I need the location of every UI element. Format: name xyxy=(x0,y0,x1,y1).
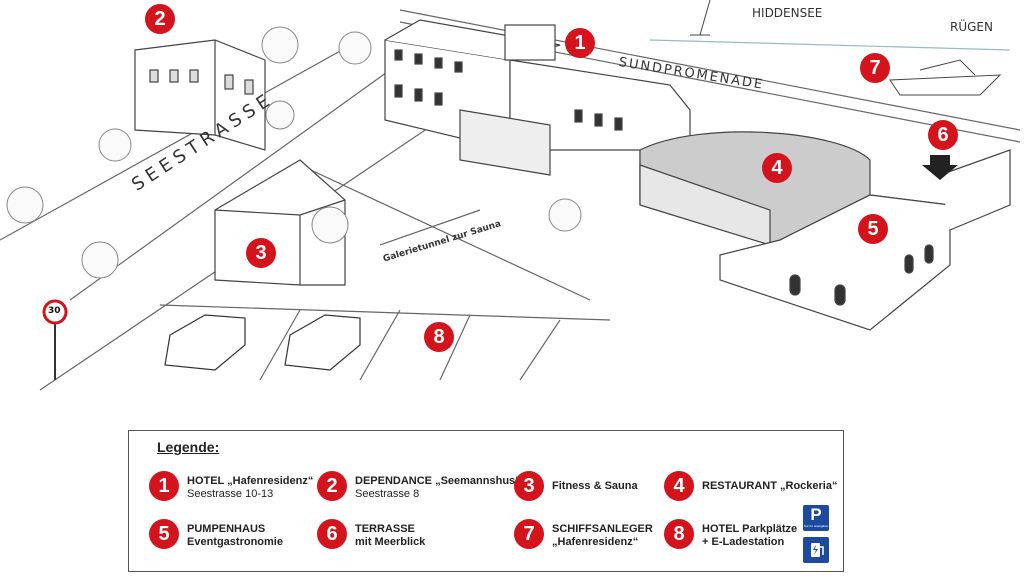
marker-hotel[interactable]: 1 xyxy=(565,28,595,58)
legend-item-title: RESTAURANT „Rockeria“ xyxy=(702,480,838,492)
water-line xyxy=(649,39,1011,51)
legend-item-subtitle: Eventgastronomie xyxy=(187,536,283,548)
ev-charging-icon-glyph xyxy=(811,543,824,557)
parking-bays xyxy=(259,309,561,381)
parking-icon-letter: P xyxy=(810,505,822,524)
road-edge xyxy=(69,69,391,301)
legend-badge: 7 xyxy=(514,519,544,549)
building-restaurant xyxy=(639,131,871,246)
legend-badge: 5 xyxy=(149,519,179,549)
legend-item-title: HOTEL „Hafenresidenz“ xyxy=(187,475,314,487)
ev-charging-icon xyxy=(803,537,829,563)
legend-item-subtitle: Seestrasse 10-13 xyxy=(187,488,274,500)
legend-badge: 3 xyxy=(514,471,544,501)
marker-dependance[interactable]: 2 xyxy=(145,4,175,34)
legend-badge: 6 xyxy=(317,519,347,549)
legend-badge: 8 xyxy=(664,519,694,549)
cars xyxy=(164,314,361,371)
ship-icon xyxy=(690,0,1002,96)
legend-item-title: TERRASSE xyxy=(355,523,415,535)
legend-item-title: Fitness & Sauna xyxy=(552,480,638,492)
marker-fitness[interactable]: 3 xyxy=(246,238,276,268)
legend: Legende: 1 HOTEL „Hafenresidenz“ Seestra… xyxy=(128,430,844,572)
terrace xyxy=(939,149,1011,231)
trees xyxy=(6,26,582,279)
speed-limit-value: 30 xyxy=(48,306,61,316)
legend-badge: 1 xyxy=(149,471,179,501)
legend-title: Legende: xyxy=(157,439,220,455)
path-line xyxy=(299,164,591,301)
legend-item-title: SCHIFFSANLEGER xyxy=(552,523,653,535)
legend-item-subtitle: mit Meerblick xyxy=(355,536,426,548)
arrow-down-icon xyxy=(922,155,958,180)
legend-item-subtitle: „Hafenresidenz“ xyxy=(552,536,639,548)
legend-item-subtitle: Seestrasse 8 xyxy=(355,488,420,500)
legend-item-title: PUMPENHAUS xyxy=(187,523,266,535)
parking-icon: P Nur für Hotelgäste xyxy=(803,505,829,531)
marker-schiffsanleger[interactable]: 7 xyxy=(860,53,890,83)
legend-item-subtitle: + E-Ladestation xyxy=(702,536,785,548)
promenade-line xyxy=(399,9,1021,131)
marker-parking[interactable]: 8 xyxy=(424,322,454,352)
parking-icon-subtext: Nur für Hotelgäste xyxy=(803,524,829,528)
building-dependance xyxy=(134,39,266,151)
marker-restaurant[interactable]: 4 xyxy=(762,153,792,183)
marker-pumpenhaus[interactable]: 5 xyxy=(858,214,888,244)
road-edge xyxy=(0,39,361,241)
legend-item-title: DEPENDANCE „Seemannshus“ xyxy=(355,475,521,487)
label-hiddensee: HIDDENSEE xyxy=(752,6,823,20)
marker-terrasse[interactable]: 6 xyxy=(928,120,958,150)
parking-edge xyxy=(159,304,611,321)
tunnel-line xyxy=(379,209,481,246)
label-ruegen: RÜGEN xyxy=(950,20,993,34)
speed-limit-sign xyxy=(42,299,68,325)
legend-badge: 2 xyxy=(317,471,347,501)
legend-item-title: HOTEL Parkplätze xyxy=(702,523,798,535)
legend-badge: 4 xyxy=(664,471,694,501)
